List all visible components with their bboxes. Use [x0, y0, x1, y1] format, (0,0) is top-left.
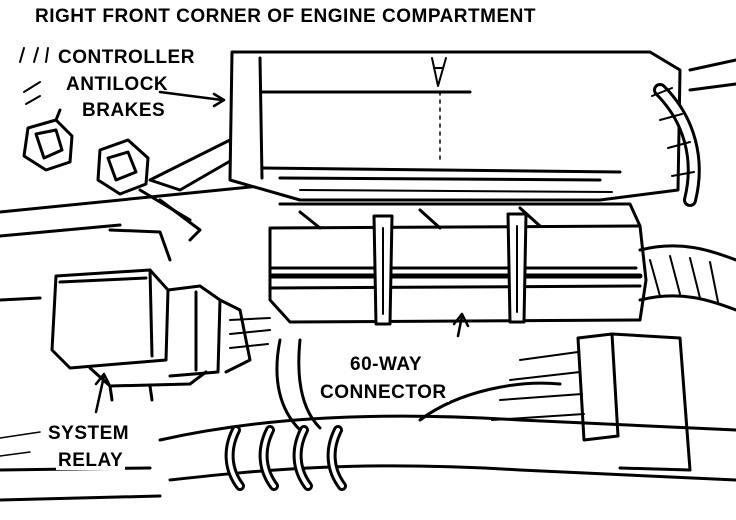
- relay-label-line2: RELAY: [56, 450, 126, 471]
- lower-wiring-harness: [0, 338, 736, 502]
- leader-lines: [0, 47, 470, 457]
- mounting-bolt-left: [22, 108, 74, 172]
- title-label: RIGHT FRONT CORNER OF ENGINE COMPARTMENT: [33, 6, 538, 27]
- connector-body: [268, 202, 648, 324]
- mounting-bolt-right: [96, 138, 150, 196]
- controller-label-line2: ANTILOCK: [66, 74, 169, 95]
- wiring-harness-upper: [651, 58, 736, 207]
- connector-lock-tab-left: [372, 214, 394, 326]
- controller-antilock-brakes: [228, 50, 682, 202]
- system-relay: [50, 268, 271, 402]
- controller-label-line3: BRAKES: [82, 100, 166, 121]
- relay-label-line1: SYSTEM: [46, 423, 132, 444]
- harness-plug-right: [491, 332, 692, 472]
- controller-label-line1: CONTROLLER: [58, 47, 195, 68]
- wiring-harness-right: [638, 244, 736, 312]
- connector-label-line1: 60-WAY: [348, 354, 424, 375]
- connector-lock-tab-right: [506, 212, 528, 324]
- connector-label-line2: CONNECTOR: [318, 382, 449, 403]
